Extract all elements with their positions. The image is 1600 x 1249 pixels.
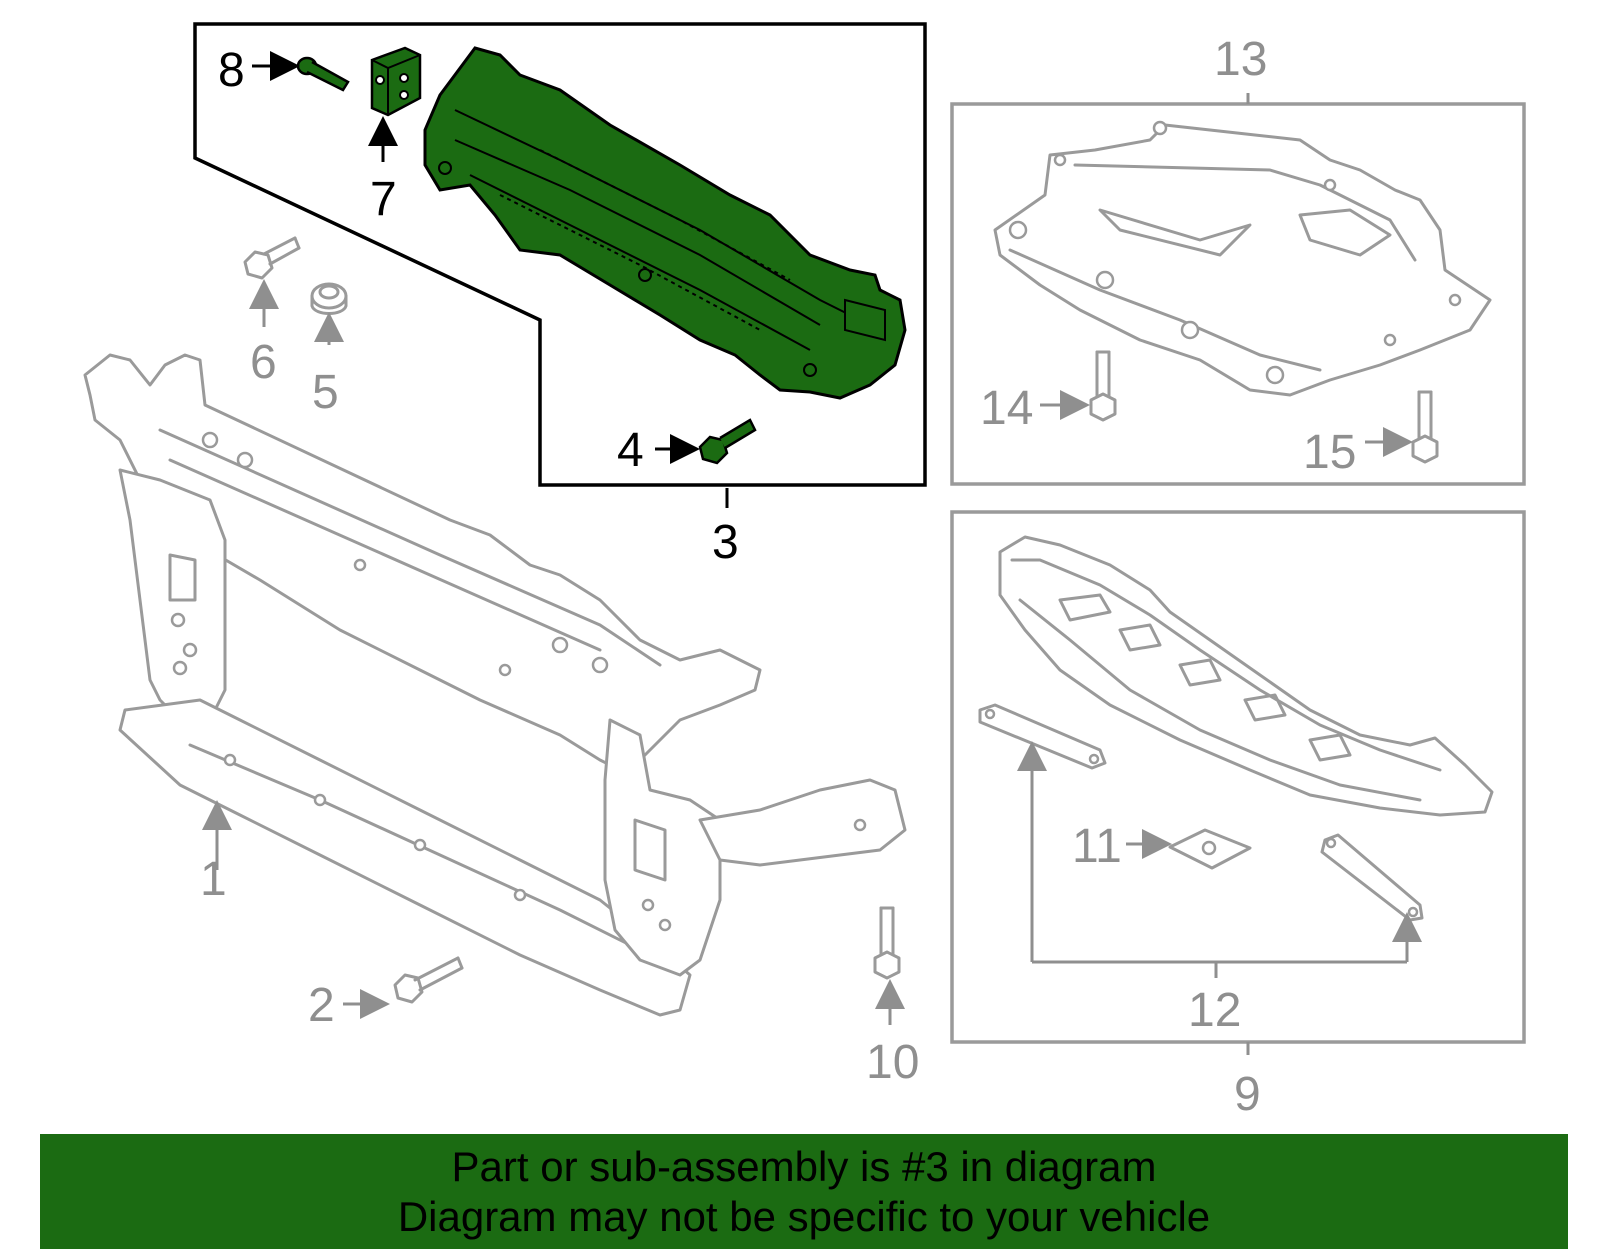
bracket-part-7 — [370, 46, 422, 117]
callout-6: 6 — [250, 336, 277, 389]
bolt-part-15 — [1411, 390, 1439, 464]
callout-3: 3 — [712, 516, 739, 569]
bolt-part-2 — [393, 956, 464, 1004]
info-banner: Part or sub-assembly is #3 in diagram Di… — [40, 1134, 1568, 1249]
leader-lines — [202, 51, 1422, 1055]
lower-deflector-part-9 — [998, 535, 1494, 817]
callout-labels: 1 2 3 4 5 6 7 8 9 10 11 12 13 14 15 — [200, 33, 1356, 1121]
callout-1: 1 — [200, 853, 227, 906]
bolt-part-8 — [296, 56, 350, 92]
callout-13: 13 — [1214, 33, 1267, 86]
callout-14: 14 — [980, 382, 1033, 435]
banner-line-2: Diagram may not be specific to your vehi… — [397, 1193, 1211, 1240]
callout-10: 10 — [866, 1036, 919, 1089]
callout-4: 4 — [617, 424, 644, 477]
radiator-support-frame — [83, 353, 907, 1017]
bolt-part-14 — [1089, 350, 1117, 422]
bumper-absorber-part-3 — [423, 46, 907, 400]
under-cover-part-13 — [993, 120, 1492, 397]
callout-5: 5 — [312, 366, 339, 419]
bolt-part-4 — [698, 418, 757, 465]
callout-7: 7 — [370, 173, 397, 226]
banner-line-1: Part or sub-assembly is #3 in diagram — [451, 1143, 1157, 1190]
callout-8: 8 — [218, 44, 245, 97]
callout-2: 2 — [308, 979, 335, 1032]
callout-15: 15 — [1303, 426, 1356, 479]
strap-left-part-12 — [978, 703, 1107, 770]
callout-9: 9 — [1234, 1068, 1261, 1121]
bolt-part-6 — [243, 236, 301, 280]
callout-12: 12 — [1188, 984, 1241, 1037]
clip-part-11 — [1168, 828, 1252, 870]
callout-11: 11 — [1072, 820, 1122, 873]
nut-part-5 — [310, 282, 348, 315]
bolt-part-10 — [873, 906, 901, 980]
